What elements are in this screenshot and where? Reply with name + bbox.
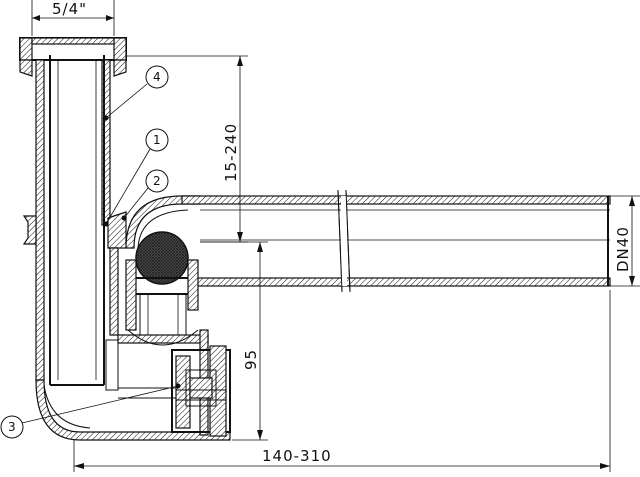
nominal-diameter-label: DN40 [614, 226, 632, 272]
dimension-thread: 5/4" [31, 0, 115, 36]
height-range-label: 15-240 [222, 123, 240, 182]
check-valve [118, 345, 231, 437]
callout-1-label: 1 [153, 133, 161, 147]
length-range-label: 140-310 [262, 447, 332, 465]
dip-tube [49, 55, 105, 386]
callout-2-label: 2 [153, 174, 161, 188]
ball-valve [125, 231, 199, 346]
callout-4-label: 4 [153, 70, 161, 84]
callout-4: 4 [103, 65, 169, 121]
top-nut [19, 37, 127, 77]
callout-2: 2 [121, 169, 169, 221]
callout-1: 1 [103, 128, 169, 227]
dimension-height: 95 [200, 241, 268, 441]
vertical-body [22, 59, 111, 385]
callout-3: 3 [0, 383, 181, 439]
horizontal-outlet [181, 189, 611, 293]
dimension-diameter: DN40 [610, 195, 640, 287]
dimension-length-range: 140-310 [73, 290, 611, 472]
height-label: 95 [242, 349, 260, 370]
dimension-height-range: 15-240 [126, 55, 248, 243]
callout-3-label: 3 [8, 420, 16, 434]
thread-size-label: 5/4" [52, 0, 87, 18]
